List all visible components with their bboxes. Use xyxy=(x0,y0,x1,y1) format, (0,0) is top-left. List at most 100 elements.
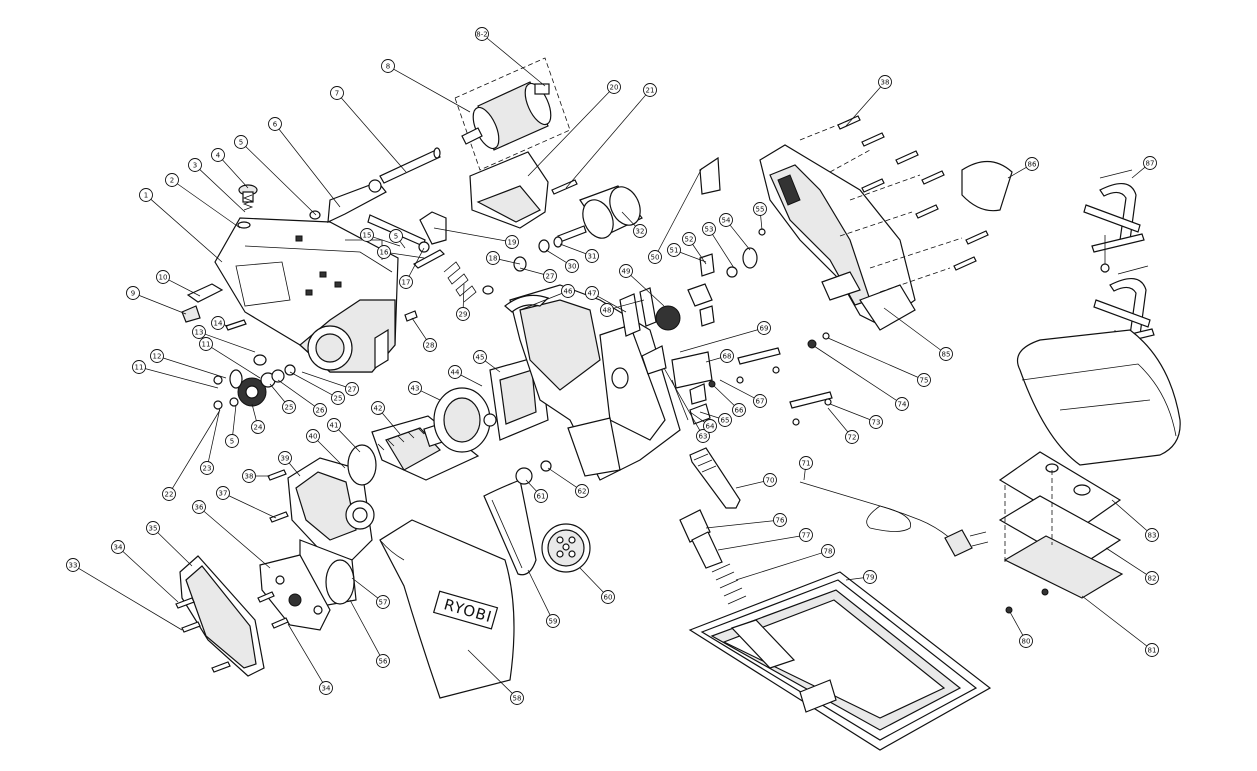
callout-number: 38 xyxy=(881,78,890,86)
callout-circle xyxy=(448,365,462,379)
callout-1: 1 xyxy=(139,188,153,202)
callout-number: 36 xyxy=(195,503,204,511)
callout-40: 40 xyxy=(306,429,320,443)
callout-circle xyxy=(306,429,320,443)
leader-line xyxy=(1009,611,1024,636)
screw-part xyxy=(1005,606,1013,614)
washer-part xyxy=(553,236,563,248)
callout-number: 69 xyxy=(760,324,769,332)
callout-24: 24 xyxy=(251,420,265,434)
callout-79: 79 xyxy=(863,570,877,584)
screw-part xyxy=(551,179,578,195)
callout-number: 19 xyxy=(508,238,517,246)
callout-circle xyxy=(600,303,614,317)
callout-27: 27 xyxy=(345,382,359,396)
leader-line xyxy=(351,577,379,599)
callout-63: 63 xyxy=(696,429,710,443)
callout-35: 35 xyxy=(146,521,160,535)
callout-8-2: 8-2 xyxy=(475,27,489,41)
leader-line xyxy=(657,167,703,252)
callout-57: 57 xyxy=(376,595,390,609)
callout-number: 79 xyxy=(866,573,875,581)
leader-line xyxy=(559,243,587,255)
callout-circle xyxy=(165,173,179,187)
leader-line xyxy=(565,94,647,189)
callout-circle xyxy=(543,269,557,283)
strain-relief-part xyxy=(689,447,741,509)
callout-circle xyxy=(475,27,489,41)
pad-part xyxy=(961,160,1013,212)
callout-circle xyxy=(1019,634,1033,648)
callout-number: 85 xyxy=(942,350,951,358)
callout-number: 76 xyxy=(776,516,785,524)
callout-number: 68 xyxy=(723,352,732,360)
callout-49: 49 xyxy=(619,264,633,278)
switch-part xyxy=(641,345,667,375)
callout-number: 6 xyxy=(273,120,278,128)
callout-circle xyxy=(799,528,813,542)
leader-line xyxy=(717,535,800,551)
power-cord-part xyxy=(799,481,989,557)
callout-number: 59 xyxy=(549,617,558,625)
pulley-part xyxy=(515,467,533,485)
callout-circle xyxy=(456,307,470,321)
drive-belt-part xyxy=(483,479,537,576)
callout-circle xyxy=(282,400,296,414)
screw-part xyxy=(953,256,977,271)
lever-part xyxy=(327,179,387,223)
screw-part xyxy=(175,597,195,609)
callout-number: 81 xyxy=(1148,646,1157,654)
platen-part xyxy=(469,151,549,229)
callout-number: 66 xyxy=(735,406,744,414)
callout-85: 85 xyxy=(939,347,953,361)
callout-number: 9 xyxy=(131,289,135,297)
callout-circle xyxy=(939,347,953,361)
callout-circle xyxy=(585,286,599,300)
leader-line xyxy=(729,224,751,251)
screw-part xyxy=(965,230,989,245)
screw-part xyxy=(211,661,231,673)
callout-number: 5 xyxy=(394,232,398,240)
callout-64: 64 xyxy=(703,419,717,433)
washer-part xyxy=(726,266,738,278)
screw-part xyxy=(772,366,780,374)
leader-line xyxy=(381,412,401,435)
leader-line xyxy=(340,97,407,173)
callout-circle xyxy=(601,590,615,604)
leader-line xyxy=(373,236,401,247)
callout-number: 17 xyxy=(402,278,411,286)
callout-circle xyxy=(423,338,437,352)
callout-circle xyxy=(139,188,153,202)
callout-circle xyxy=(845,430,859,444)
callout-number: 48 xyxy=(603,306,612,314)
callout-circle xyxy=(345,382,359,396)
callout-number: 44 xyxy=(451,368,460,376)
callout-number: 51 xyxy=(670,246,679,254)
callout-number: 41 xyxy=(330,421,339,429)
callout-circle xyxy=(216,486,230,500)
leader-line xyxy=(705,357,721,363)
belt-cover-part xyxy=(179,554,331,677)
callout-71: 71 xyxy=(799,456,813,470)
callout-80: 80 xyxy=(1019,634,1033,648)
callout-number: 27 xyxy=(546,272,555,280)
leader-line xyxy=(1105,547,1147,575)
leader-line xyxy=(527,569,551,616)
callout-38: 38 xyxy=(242,469,256,483)
callout-69: 69 xyxy=(757,321,771,335)
callout-circle xyxy=(585,249,599,263)
callout-circle xyxy=(150,349,164,363)
screw-part xyxy=(915,204,939,219)
callout-circle xyxy=(863,570,877,584)
tension-spring-part xyxy=(443,261,494,303)
callout-circle xyxy=(377,245,391,259)
brush-holder-part xyxy=(699,305,715,327)
gear-part xyxy=(655,305,681,331)
leader-line xyxy=(545,249,567,263)
callout-number: 24 xyxy=(254,423,263,431)
callout-65: 65 xyxy=(718,413,732,427)
callout-number: 27 xyxy=(348,385,357,393)
leader-line xyxy=(883,307,942,351)
callout-number: 39 xyxy=(281,454,290,462)
